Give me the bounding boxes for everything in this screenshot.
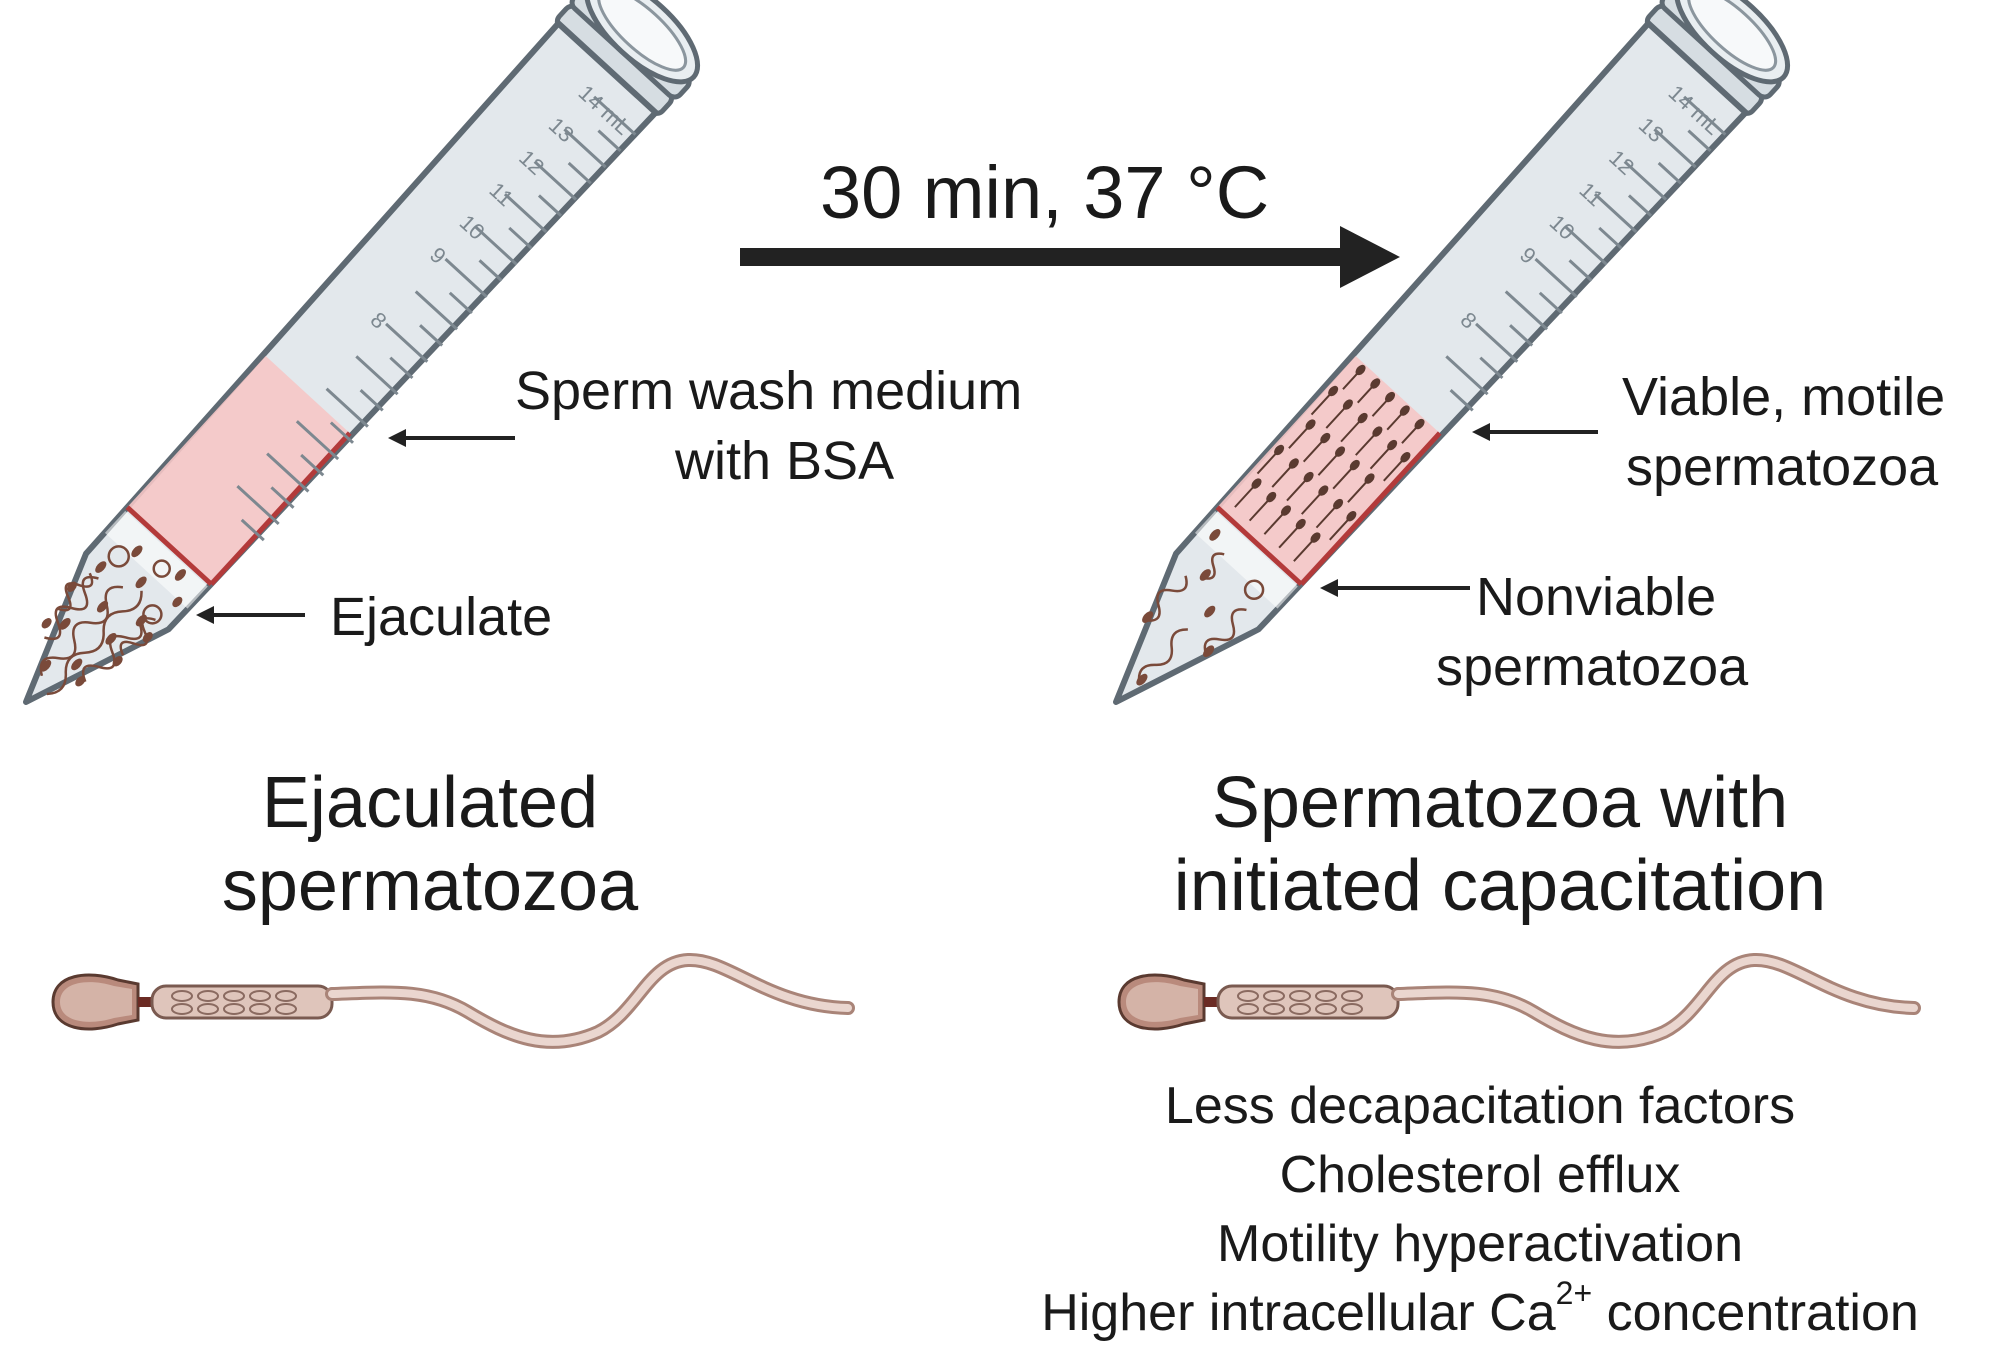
viable-sperm-label: Viable, motile <box>1622 367 1946 427</box>
ejaculate-label: Ejaculate <box>330 587 553 647</box>
left-wash-medium-layer <box>127 356 350 585</box>
ejaculated-caption-line1: Ejaculated <box>261 763 599 843</box>
right-motile-sperm-heads <box>1251 364 1425 543</box>
viable-sperm-label-line2: spermatozoa <box>1626 437 1939 497</box>
left-ejaculate-sperm-cluster <box>39 545 171 696</box>
effect-item-text: concentration <box>1592 1284 1919 1342</box>
right-centrifuge-tube: 14 mL 13 12 11 10 9 8 <box>1113 0 1791 705</box>
right-motile-sperm-layer <box>1234 370 1419 562</box>
callout-arrows <box>196 423 1598 624</box>
wash-medium-label-line2: with BSA <box>675 431 895 491</box>
effect-item: Less decapacitation factors <box>1164 1077 1796 1135</box>
ejaculated-caption-line2: spermatozoa <box>221 845 639 926</box>
effect-item: Motility hyperactivation <box>1217 1215 1743 1273</box>
effect-item-calcium: Higher intracellular Ca2+ concentration <box>980 1277 1980 1348</box>
capacitation-caption-line1: Spermatozoa with <box>1211 763 1789 843</box>
capacitation-effects-list: Less decapacitation factors Cholesterol … <box>980 1072 1980 1348</box>
process-condition-label: 30 min, 37 °C <box>820 151 1270 234</box>
right-wash-medium-layer <box>1217 356 1440 585</box>
wash-medium-label: Sperm wash medium <box>515 361 1023 421</box>
right-nonviable-sperm-heads <box>1136 529 1221 686</box>
left-centrifuge-tube: 14 mL 13 12 11 10 9 8 <box>23 0 701 705</box>
nonviable-sperm-label: Nonviable <box>1476 567 1717 627</box>
left-ejaculate-sperm-heads <box>40 545 186 687</box>
calcium-charge-superscript: 2+ <box>1555 1275 1593 1311</box>
nonviable-sperm-label-line2: spermatozoa <box>1436 637 1749 697</box>
right-nonviable-sperm-cluster <box>1137 552 1265 683</box>
ejaculated-caption: Ejaculated spermatozoa <box>130 762 730 928</box>
ejaculated-sperm-illustration <box>53 960 848 1042</box>
capacitation-caption: Spermatozoa with initiated capacitation <box>1100 762 1900 928</box>
effect-item: Cholesterol efflux <box>1279 1146 1681 1204</box>
capacitation-caption-line2: initiated capacitation <box>1173 845 1827 926</box>
process-arrow <box>740 226 1400 288</box>
effect-item-text: Higher intracellular Ca <box>1041 1284 1556 1342</box>
capacitated-sperm-illustration <box>1119 960 1914 1042</box>
